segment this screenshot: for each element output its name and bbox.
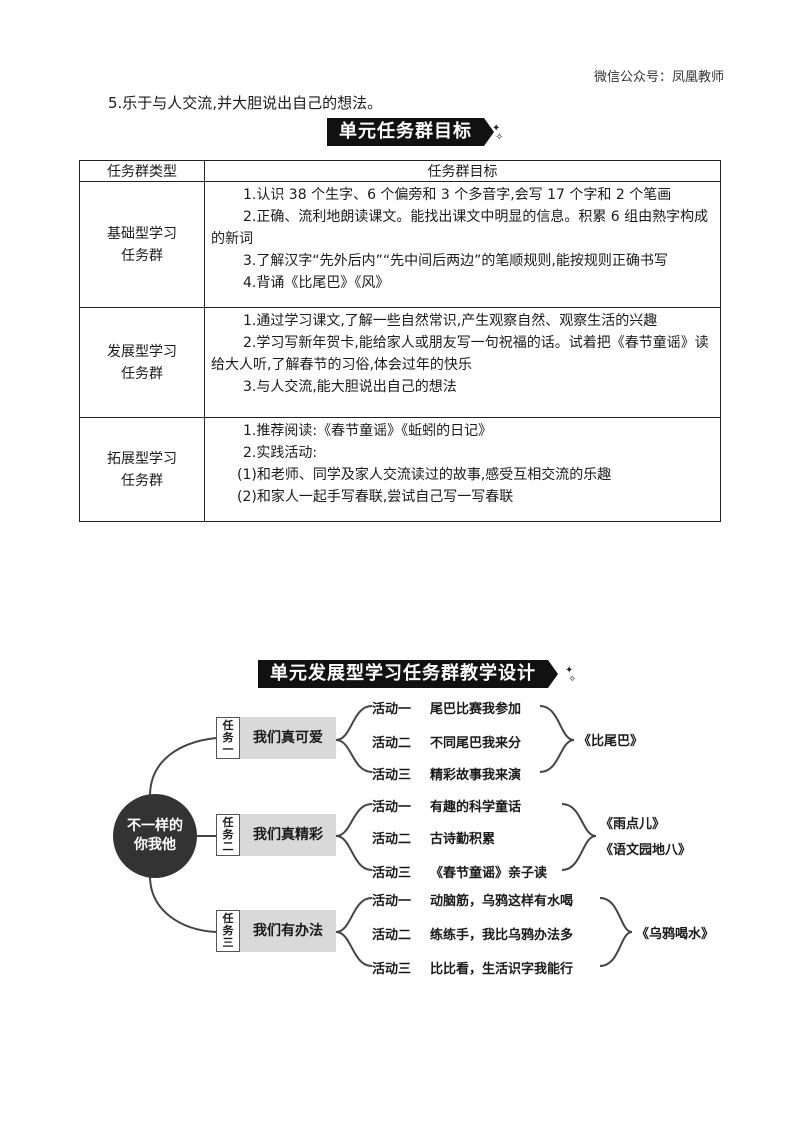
activity-num: 活动一 xyxy=(372,702,412,717)
activity-item: 活动一 有趣的科学童话 xyxy=(372,796,521,815)
section1-banner: 单元任务群目标 xyxy=(327,118,494,146)
task-name: 我们真精彩 xyxy=(240,814,336,856)
type-line: 拓展型学习 xyxy=(107,450,177,467)
type-line: 基础型学习 xyxy=(107,225,177,242)
goal-item: 2.实践活动: xyxy=(243,445,318,461)
activity-item: 活动二 不同尾巴我来分 xyxy=(372,732,521,751)
goal-item: 1.认识 38 个生字、6 个偏旁和 3 个多音字,会写 17 个字和 2 个笔… xyxy=(243,187,672,203)
type-line: 任务群 xyxy=(121,472,163,489)
table-row: 拓展型学习 任务群 1.推荐阅读:《春节童谣》《蚯蚓的日记》 2.实践活动: (… xyxy=(79,417,721,522)
section2-banner: 单元发展型学习任务群教学设计 xyxy=(258,660,558,688)
activity-num: 活动二 xyxy=(372,736,412,751)
activity-item: 活动三 《春节童谣》亲子读 xyxy=(372,862,547,881)
row-content: 1.推荐阅读:《春节童谣》《蚯蚓的日记》 2.实践活动: (1)和老师、同学及家… xyxy=(204,417,721,522)
tag-char: 二 xyxy=(222,840,234,853)
mindmap-center: 不一样的 你我他 xyxy=(113,794,197,878)
activity-item: 活动三 比比看，生活识字我能行 xyxy=(372,958,573,977)
tag-char: 务 xyxy=(222,924,234,937)
task-tag: 任 务 一 xyxy=(216,717,240,759)
row-content: 1.通过学习课文,了解一些自然常识,产生观察自然、观察生活的兴趣 2.学习写新年… xyxy=(204,307,721,418)
activity-text: 比比看，生活识字我能行 xyxy=(430,962,574,977)
goal-item: 2.学习写新年贺卡,能给家人或朋友写一句祝福的话。试着把《春节童谣》读给大人听,… xyxy=(211,335,709,373)
activity-num: 活动二 xyxy=(372,928,412,943)
activity-text: 不同尾巴我来分 xyxy=(430,736,522,751)
activity-num: 活动一 xyxy=(372,800,412,815)
activity-text: 精彩故事我来演 xyxy=(430,768,522,783)
tag-char: 任 xyxy=(222,816,234,829)
task-name: 我们真可爱 xyxy=(240,717,336,759)
book-title: 《乌鸦喝水》 xyxy=(636,927,715,942)
book-title: 《雨点儿》 xyxy=(600,817,666,832)
goal-item: 3.了解汉字“先外后内”“先中间后两边”的笔顺规则,能按规则正确书写 xyxy=(243,253,668,269)
goals-table: 任务群类型 任务群目标 基础型学习 任务群 1.认识 38 个生字、6 个偏旁和… xyxy=(79,160,721,522)
center-line: 不一样的 xyxy=(127,818,183,834)
table-row: 基础型学习 任务群 1.认识 38 个生字、6 个偏旁和 3 个多音字,会写 1… xyxy=(79,181,721,308)
row-type: 拓展型学习 任务群 xyxy=(79,417,205,522)
activity-text: 练练手，我比乌鸦办法多 xyxy=(430,928,574,943)
intro-text: 5.乐于与人交流,并大胆说出自己的想法。 xyxy=(108,94,383,112)
type-line: 任务群 xyxy=(121,247,163,264)
goal-item: 1.推荐阅读:《春节童谣》《蚯蚓的日记》 xyxy=(243,423,493,439)
goal-item: (1)和老师、同学及家人交流读过的故事,感受互相交流的乐趣 xyxy=(237,467,612,483)
sparkle-icon: ✦ ✧ xyxy=(492,123,504,143)
goal-item: 2.正确、流利地朗读课文。能找出课文中明显的信息。积累 6 组由熟字构成的新词 xyxy=(211,209,709,247)
tag-char: 三 xyxy=(222,936,234,949)
table-header-row: 任务群类型 任务群目标 xyxy=(79,160,721,182)
tag-char: 任 xyxy=(222,719,234,732)
row-type: 基础型学习 任务群 xyxy=(79,181,205,308)
activity-text: 古诗勤积累 xyxy=(430,832,496,847)
goal-item: 4.背诵《比尾巴》《风》 xyxy=(243,275,390,291)
activity-num: 活动三 xyxy=(372,866,412,881)
section2-title: 单元发展型学习任务群教学设计 xyxy=(270,663,536,684)
goal-item: (2)和家人一起手写春联,尝试自己写一写春联 xyxy=(237,489,514,505)
table-row: 发展型学习 任务群 1.通过学习课文,了解一些自然常识,产生观察自然、观察生活的… xyxy=(79,307,721,418)
tag-char: 务 xyxy=(222,828,234,841)
center-line: 你我他 xyxy=(134,837,176,853)
type-line: 任务群 xyxy=(121,365,163,382)
activity-text: 尾巴比赛我参加 xyxy=(430,702,522,717)
tag-char: 务 xyxy=(222,731,234,744)
tag-char: 任 xyxy=(222,912,234,925)
activity-item: 活动二 古诗勤积累 xyxy=(372,828,495,847)
row-type: 发展型学习 任务群 xyxy=(79,307,205,418)
sparkle-icon: ✦ ✧ xyxy=(565,665,577,685)
book-title: 《语文园地八》 xyxy=(600,843,692,858)
activity-item: 活动一 动脑筋，乌鸦这样有水喝 xyxy=(372,890,573,909)
row-content: 1.认识 38 个生字、6 个偏旁和 3 个多音字,会写 17 个字和 2 个笔… xyxy=(204,181,721,308)
activity-num: 活动二 xyxy=(372,832,412,847)
activity-num: 活动一 xyxy=(372,894,412,909)
section1-title: 单元任务群目标 xyxy=(339,121,472,142)
goal-item: 3.与人交流,能大胆说出自己的想法 xyxy=(243,379,457,395)
activity-text: 《春节童谣》亲子读 xyxy=(430,866,548,881)
activity-num: 活动三 xyxy=(372,768,412,783)
goal-item: 1.通过学习课文,了解一些自然常识,产生观察自然、观察生活的兴趣 xyxy=(243,313,658,329)
type-line: 发展型学习 xyxy=(107,343,177,360)
activity-item: 活动二 练练手，我比乌鸦办法多 xyxy=(372,924,573,943)
activity-item: 活动三 精彩故事我来演 xyxy=(372,764,521,783)
watermark: 微信公众号：凤凰教师 xyxy=(593,70,724,85)
task-name: 我们有办法 xyxy=(240,910,336,952)
activity-item: 活动一 尾巴比赛我参加 xyxy=(372,698,521,717)
activity-num: 活动三 xyxy=(372,962,412,977)
book-title: 《比尾巴》 xyxy=(578,734,644,749)
activity-text: 动脑筋，乌鸦这样有水喝 xyxy=(430,894,574,909)
task-tag: 任 务 三 xyxy=(216,910,240,952)
tag-char: 一 xyxy=(222,743,234,756)
task-tag: 任 务 二 xyxy=(216,814,240,856)
activity-text: 有趣的科学童话 xyxy=(430,800,522,815)
